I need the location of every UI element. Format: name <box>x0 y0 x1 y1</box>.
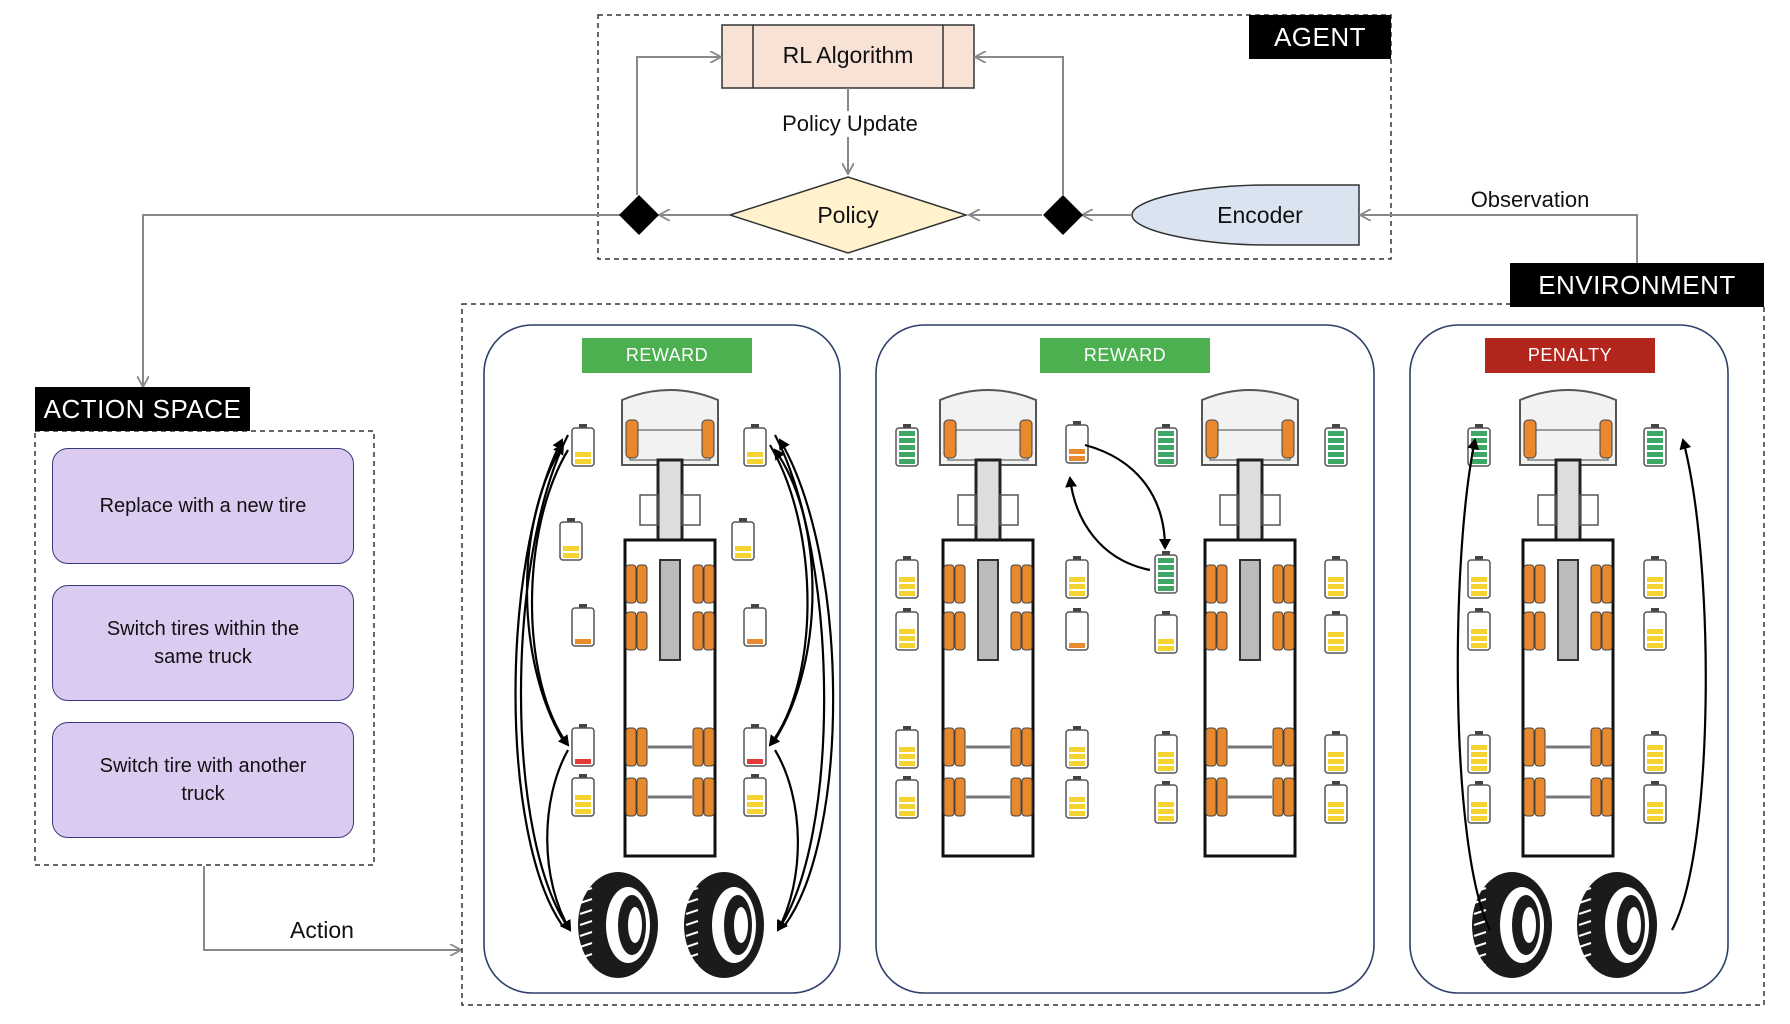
observation-label: Observation <box>1470 187 1590 212</box>
battery-p1-2 <box>559 518 583 561</box>
battery-p3-8 <box>1467 781 1491 824</box>
panel1-reward-badge: REWARD <box>582 338 752 373</box>
battery-p1-5 <box>743 604 767 647</box>
battery-p2-1 <box>1065 421 1089 464</box>
battery-p1-7 <box>743 724 767 767</box>
battery-p2-17 <box>1065 776 1089 819</box>
battery-p3-7 <box>1643 731 1667 774</box>
battery-p3-6 <box>1467 731 1491 774</box>
battery-p2-18 <box>1154 781 1178 824</box>
truck-panel2-a <box>939 389 1037 858</box>
rl-algorithm-label: RL Algorithm <box>782 42 914 68</box>
policy-update-label: Policy Update <box>750 111 950 137</box>
truck-panel1 <box>621 389 719 858</box>
panel3-penalty-badge: PENALTY <box>1485 338 1655 373</box>
battery-p3-4 <box>1467 608 1491 651</box>
battery-p3-9 <box>1643 781 1667 824</box>
battery-p2-4 <box>895 556 919 599</box>
battery-p3-2 <box>1467 556 1491 599</box>
environment-tag: ENVIRONMENT <box>1510 263 1764 307</box>
panel2-reward-badge: REWARD <box>1040 338 1210 373</box>
panel1-swap-arrows <box>514 434 835 932</box>
battery-p1-1 <box>743 424 767 467</box>
environment-box <box>461 303 1765 1006</box>
policy-label: Policy <box>817 202 879 228</box>
batteries-layer <box>559 421 1667 824</box>
panel2-swap-arrows <box>1065 443 1171 572</box>
battery-p2-5 <box>1065 556 1089 599</box>
battery-p2-15 <box>1324 731 1348 774</box>
encoder-label: Encoder <box>1217 202 1303 228</box>
battery-p1-9 <box>743 774 767 817</box>
battery-p2-14 <box>1154 731 1178 774</box>
action-switch-same-truck: Switch tires within the same truck <box>52 585 354 701</box>
battery-p2-11 <box>1324 611 1348 654</box>
truck-panel3 <box>1519 389 1617 858</box>
junction-diamond-right <box>1043 195 1083 235</box>
junction-diamond-left <box>619 195 659 235</box>
tire-icon <box>578 872 658 978</box>
agent-box <box>597 14 1392 260</box>
action-replace-tire: Replace with a new tire <box>52 448 354 564</box>
battery-p3-1 <box>1643 424 1667 467</box>
battery-p1-4 <box>571 604 595 647</box>
battery-p3-3 <box>1643 556 1667 599</box>
battery-p2-7 <box>1324 556 1348 599</box>
battery-p1-3 <box>731 518 755 561</box>
action-switch-other-truck: Switch tire with another truck <box>52 722 354 838</box>
battery-p2-0 <box>895 424 919 467</box>
battery-p3-5 <box>1643 608 1667 651</box>
encoder-shape <box>1131 184 1360 246</box>
battery-p2-13 <box>1065 726 1089 769</box>
battery-p1-0 <box>571 424 595 467</box>
battery-p2-8 <box>895 608 919 651</box>
agent-tag: AGENT <box>1249 15 1391 59</box>
truck-panel2-b <box>1201 389 1299 858</box>
trucks-layer <box>621 389 1617 858</box>
battery-p2-2 <box>1154 424 1178 467</box>
rl-algorithm-box <box>721 24 975 89</box>
battery-p2-3 <box>1324 424 1348 467</box>
panel3-replace-arrows <box>1456 438 1707 931</box>
tire-icon <box>1577 872 1657 978</box>
action-space-tag: ACTION SPACE <box>35 387 250 431</box>
battery-p1-8 <box>571 774 595 817</box>
battery-p2-12 <box>895 726 919 769</box>
battery-p2-9 <box>1065 608 1089 651</box>
battery-p2-19 <box>1324 781 1348 824</box>
tire-icon <box>684 872 764 978</box>
tires-layer <box>578 872 1657 978</box>
battery-p2-16 <box>895 776 919 819</box>
battery-p2-10 <box>1154 611 1178 654</box>
battery-p1-6 <box>571 724 595 767</box>
policy-diamond <box>727 176 969 254</box>
tire-icon <box>1472 872 1552 978</box>
battery-p2-6 <box>1154 551 1178 594</box>
action-label: Action <box>290 917 354 943</box>
